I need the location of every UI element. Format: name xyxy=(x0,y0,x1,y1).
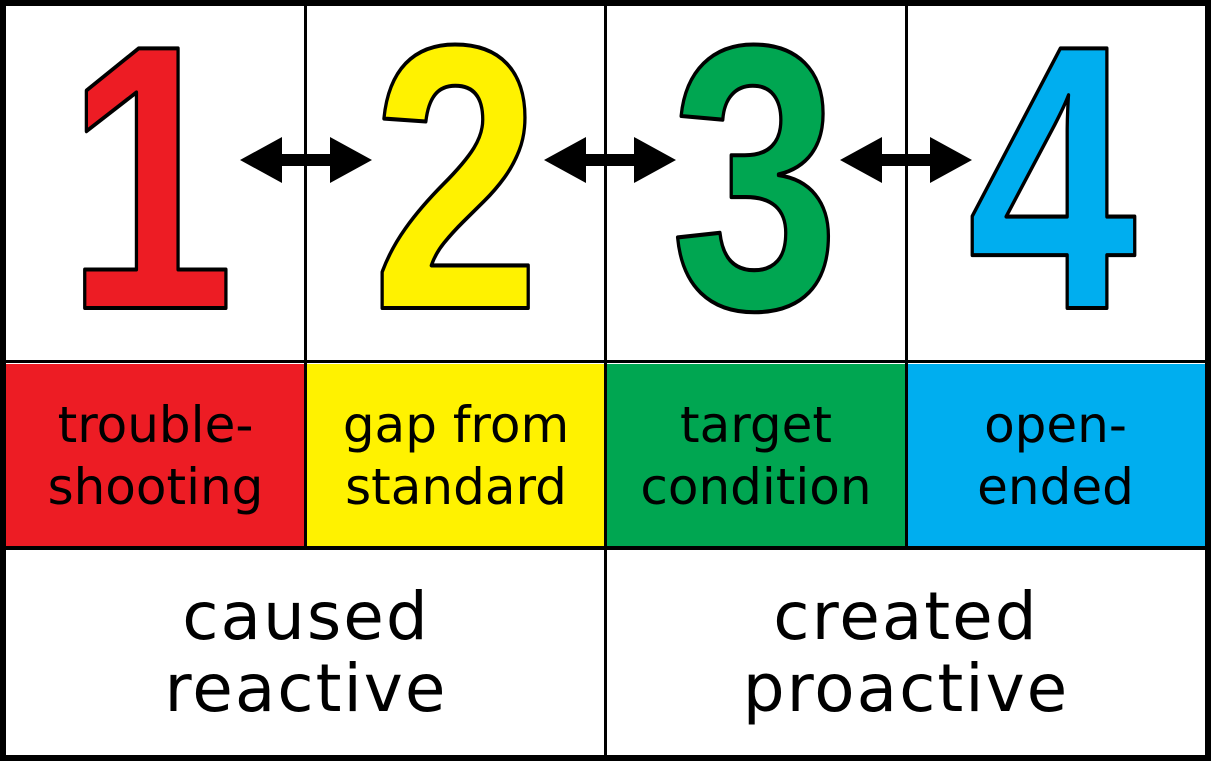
digit-1: 1 xyxy=(66,0,235,362)
digit-2: 2 xyxy=(372,0,541,362)
label-line: ended xyxy=(977,458,1134,516)
digit-4: 4 xyxy=(968,0,1139,362)
label-line: shooting xyxy=(47,458,264,516)
group-line: caused xyxy=(182,577,430,655)
divider xyxy=(0,546,1211,550)
divider xyxy=(905,0,908,548)
double-arrow-icon xyxy=(840,137,972,183)
double-arrow-icon xyxy=(240,137,372,183)
label-line: target xyxy=(679,396,833,454)
divider xyxy=(304,0,307,548)
label-line: condition xyxy=(640,458,872,516)
label-cell-open-ended: open-ended xyxy=(906,364,1205,548)
group-line: created xyxy=(773,577,1039,655)
digits-layer: 1 2 3 4 xyxy=(64,0,1140,362)
label-cell-troubleshooting: trouble-shooting xyxy=(6,364,305,548)
label-line: open- xyxy=(984,396,1127,454)
group-line: reactive xyxy=(164,649,448,727)
digit-3: 3 xyxy=(671,0,840,362)
label-line: gap from xyxy=(342,396,570,454)
label-line: trouble- xyxy=(57,396,254,454)
divider xyxy=(604,0,607,761)
group-line: proactive xyxy=(742,649,1070,727)
label-line: standard xyxy=(345,458,567,516)
double-arrow-icon xyxy=(544,137,676,183)
divider xyxy=(0,360,1211,363)
